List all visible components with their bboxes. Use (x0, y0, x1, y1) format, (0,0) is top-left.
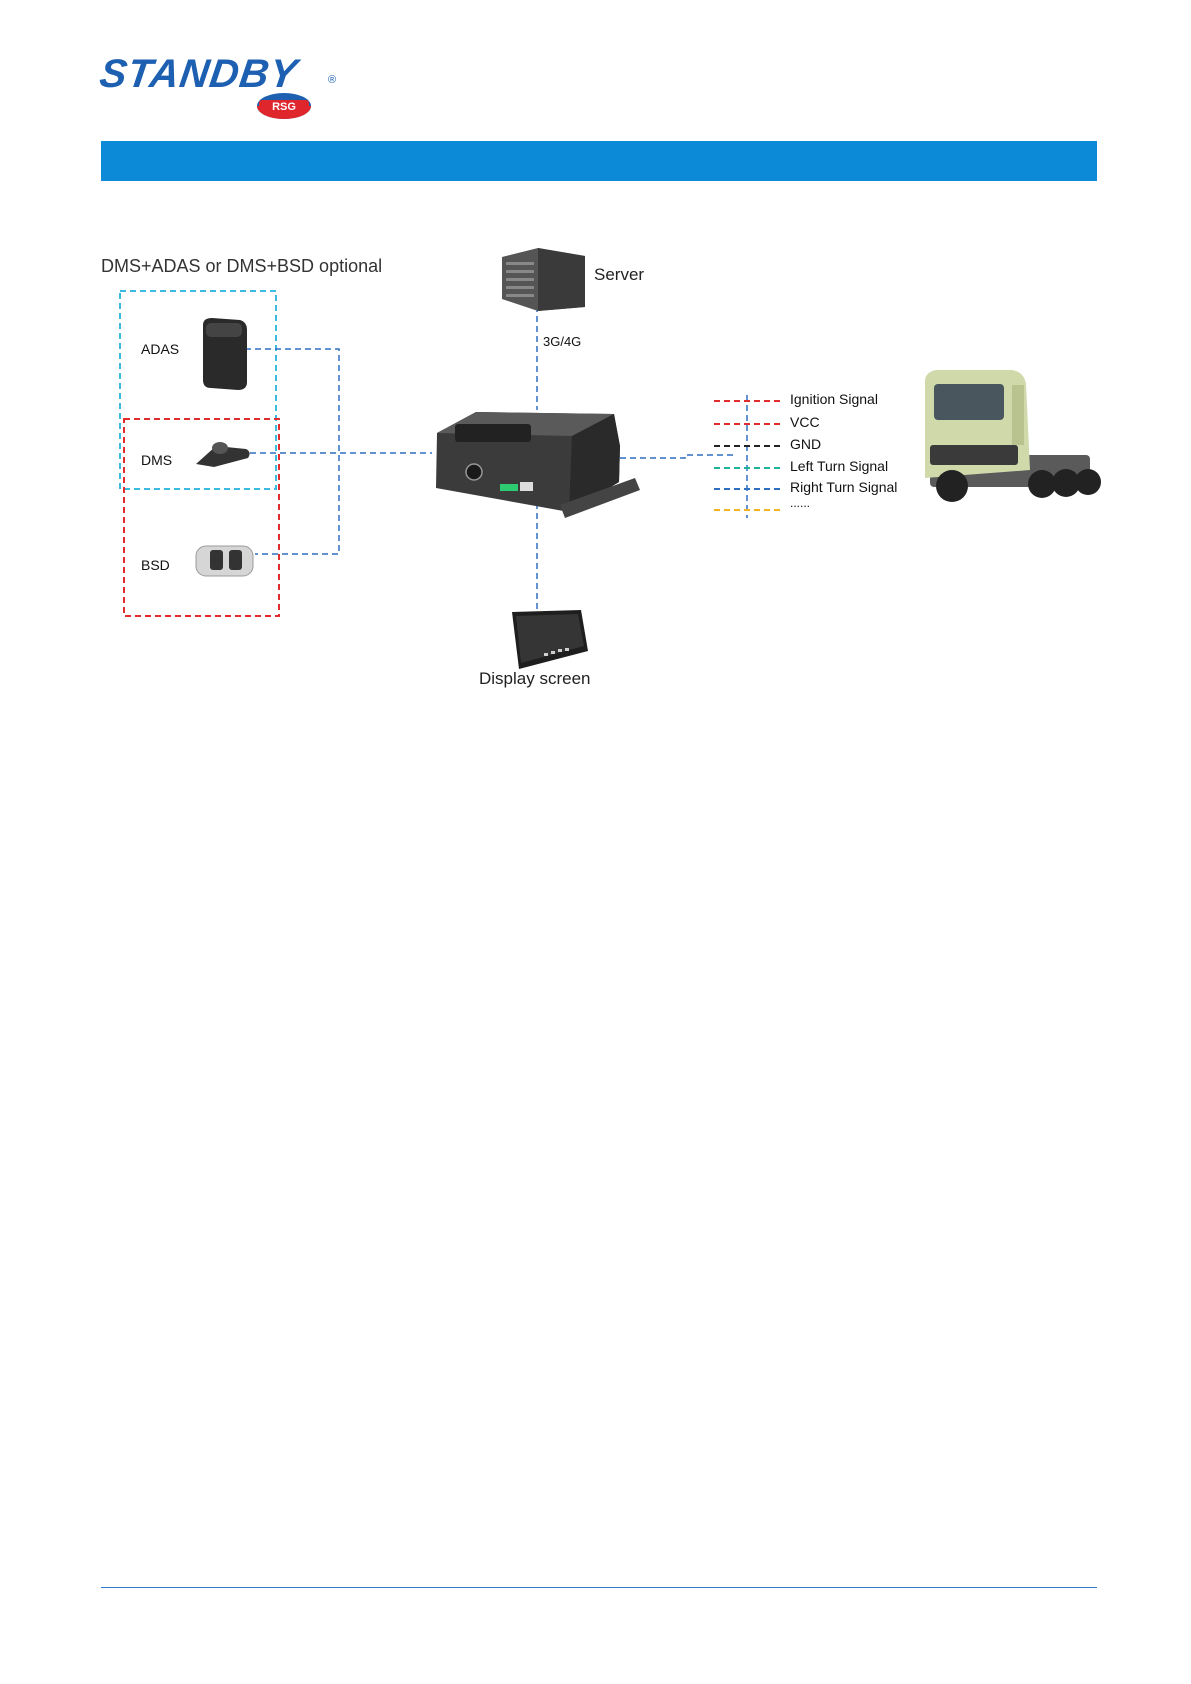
mdvr-device-icon (436, 412, 640, 518)
legend-right-turn-signal: Right Turn Signal (790, 479, 897, 495)
dms-bsd-group-box (124, 419, 279, 616)
dms-camera-icon (196, 442, 250, 467)
optional-note: DMS+ADAS or DMS+BSD optional (101, 256, 382, 277)
display-screen-label: Display screen (479, 669, 591, 689)
legend-left-turn-signal: Left Turn Signal (790, 458, 888, 474)
dms-label: DMS (141, 452, 172, 468)
server-label: Server (594, 265, 644, 285)
legend-more: ...... (790, 496, 810, 510)
adas-label: ADAS (141, 341, 179, 357)
adas-camera-icon (203, 318, 247, 390)
network-label: 3G/4G (543, 334, 581, 349)
bsd-camera-icon (196, 546, 253, 576)
display-screen-icon (512, 610, 588, 669)
truck-icon (925, 370, 1101, 502)
server-icon (502, 248, 585, 311)
legend-gnd: GND (790, 436, 821, 452)
bsd-label: BSD (141, 557, 170, 573)
legend-vcc: VCC (790, 414, 820, 430)
legend-ignition-signal: Ignition Signal (790, 391, 878, 407)
footer-rule (101, 1587, 1097, 1588)
